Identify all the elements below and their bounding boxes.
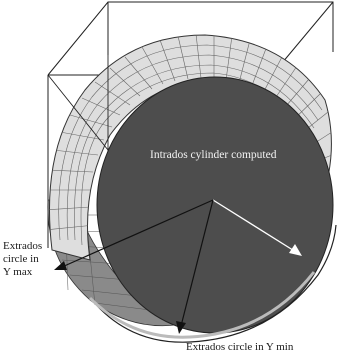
intrados-label: Intrados cylinder computed bbox=[150, 149, 277, 161]
extrados-ymin-label: Extrados circle in Y min bbox=[186, 341, 294, 353]
box-back-edges bbox=[47, 1, 334, 76]
extrados-ymax-radius-line bbox=[61, 199, 214, 268]
extrados-ymax-label-line2: circle in bbox=[3, 253, 39, 265]
extrados-ymax-label: Extrados circle in Y max bbox=[3, 240, 42, 279]
extrados-ymin-radius-arrowhead bbox=[176, 321, 186, 334]
box-inner-edge bbox=[47, 74, 109, 151]
intrados-disk bbox=[96, 76, 334, 334]
intrados-radius-line bbox=[212, 199, 297, 253]
extrados-circle-ymin bbox=[91, 224, 337, 343]
extrados-ymax-label-line1: Extrados bbox=[3, 240, 43, 252]
radius-arrows bbox=[54, 199, 302, 334]
extrados-ymax-label-line3: Y max bbox=[3, 266, 33, 278]
extrados-rim bbox=[88, 271, 316, 339]
intrados-radius-arrowhead bbox=[289, 244, 302, 256]
extrados-ymax-radius-arrowhead bbox=[54, 261, 67, 270]
extrados-ymin-radius-line bbox=[180, 199, 214, 327]
